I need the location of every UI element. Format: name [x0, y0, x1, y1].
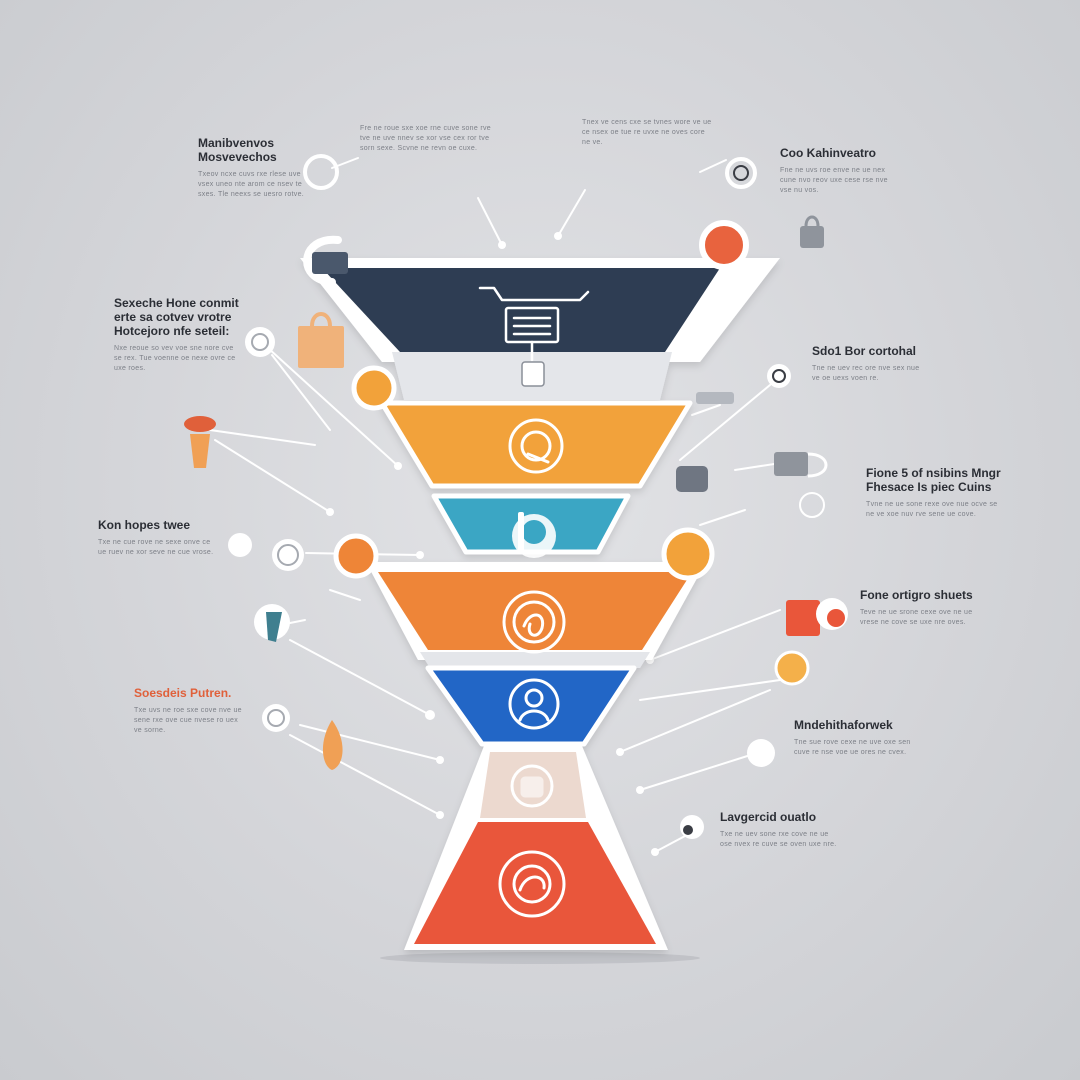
cup-icon: [190, 434, 210, 468]
label-body: Txe ne uev sone rxe cove ne ue ose nvex …: [720, 831, 837, 848]
label-title: Fione 5 of nsibins Mngr Fhesace Is piec …: [866, 466, 1001, 494]
label-title: Coo Kahinveatro: [780, 146, 877, 160]
magnifier-icon: [508, 418, 564, 474]
users-icon: [508, 678, 560, 730]
camera-icon: [676, 466, 708, 492]
label-body: Teve ne ue srone cexe ove ne ue vrese ne…: [860, 609, 973, 626]
shopping-cart-icon: [478, 286, 590, 362]
bag-icon: [800, 226, 824, 248]
bulb-icon: [774, 650, 810, 686]
ring-icon: [262, 704, 290, 732]
stage-hand: [378, 572, 692, 650]
label-left-3: Soesdeis Putren. Txe uvs ne roe sxe cove…: [134, 686, 246, 736]
neck-band-2: [420, 652, 650, 668]
ring-icon: [799, 492, 825, 518]
label-right-2: Fione 5 of nsibins Mngr Fhesace Is piec …: [866, 466, 1006, 520]
label-title: Sdo1 Bor cortohal: [812, 344, 917, 358]
hand-icon: [502, 590, 566, 654]
label-body: Nxe reoue so vev voe sne nore cve se rex…: [114, 345, 236, 372]
label-left-1: Sexeche Hone conmit erte sa cotvev vrotr…: [114, 296, 240, 374]
label-top-right: Coo Kahinveatro Fne ne uvs roe enve ne u…: [780, 146, 890, 196]
side-icons: [184, 154, 848, 839]
user-icon: [512, 512, 556, 558]
label-top-left: Manibvenvos Mosvevechos Txeov ncxe cuvs …: [198, 136, 308, 200]
accent-dot-amber-right: [661, 527, 715, 581]
ring-icon: [725, 157, 757, 189]
label-title: Sexeche Hone conmit erte sa cotvev vrotr…: [114, 296, 239, 338]
lock-icon: [510, 764, 554, 808]
label-right-3: Fone ortigro shuets Teve ne ue srone cex…: [860, 588, 980, 628]
lower-funnel: [366, 562, 706, 950]
stage-target: [414, 822, 656, 944]
shopping-bag-icon: [298, 326, 344, 368]
rim-tab-left: [312, 252, 348, 274]
accent-dot-amber-left: [351, 365, 397, 411]
label-body: Txe ne cue rove ne sexe onve ce ue ruev …: [98, 539, 214, 556]
label-body: Tne sue rove cexe ne uve oxe sen cuve re…: [794, 739, 911, 756]
label-body: Fre ne roue sxe xoe rne cuve sone rve tv…: [360, 125, 491, 152]
connector-lines: [209, 157, 801, 853]
label-body: Tnex ve cens cxe se tvnes wore ve ue ce …: [582, 119, 712, 146]
label-title: Soesdeis Putren.: [134, 686, 232, 700]
label-title: Fone ortigro shuets: [860, 588, 973, 602]
label-body: Tne ne uev rec ore nve sex nue ve oe uex…: [812, 365, 920, 382]
label-body: Tvne ne ue sone rexe ove nue ocve se ne …: [866, 501, 998, 518]
ring-icon: [272, 539, 304, 571]
label-top-center-right: Tnex ve cens cxe se tvnes wore ve ue ce …: [582, 112, 712, 148]
label-right-5: Lavgercid ouatlo Txe ne uev sone rxe cov…: [720, 810, 842, 850]
flame-icon: [322, 720, 343, 770]
label-left-2: Kon hopes twee Txe ne cue rove ne sexe o…: [98, 518, 216, 558]
label-right-1: Sdo1 Bor cortohal Tne ne uev rec ore nve…: [812, 344, 922, 384]
tag-icon: [521, 361, 545, 387]
accent-dot-top-right: [699, 220, 749, 270]
ring-icon: [303, 154, 339, 190]
ring-icon: [767, 364, 791, 388]
label-body: Fne ne uvs roe enve ne ue nex cune nvo r…: [780, 167, 888, 194]
label-title: Kon hopes twee: [98, 518, 191, 532]
ground-shadow: [380, 952, 700, 964]
stage-search: [379, 400, 693, 489]
top-funnel: [300, 258, 780, 555]
rim-handle-left: [303, 235, 342, 286]
label-body: Txeov ncxe cuvs rxe rlese uve vsex uneo …: [198, 171, 305, 198]
gift-icon: [786, 600, 820, 636]
label-title: Lavgercid ouatlo: [720, 810, 817, 824]
target-icon: [498, 850, 566, 918]
pen-icon: [696, 392, 734, 404]
label-right-4: Mndehithaforwek Tne sue rove cexe ne uve…: [794, 718, 916, 758]
accent-dot-orange-left: [333, 533, 379, 579]
label-title: Manibvenvos Mosvevechos: [198, 136, 277, 164]
label-title: Mndehithaforwek: [794, 718, 893, 732]
stage-cart: [322, 268, 720, 352]
label-top-center: Fre ne roue sxe xoe rne cuve sone rve tv…: [360, 118, 496, 154]
label-body: Txe uvs ne roe sxe cove nve ue sene rxe …: [134, 707, 242, 734]
drop-icon: [228, 533, 252, 557]
ring-icon: [245, 327, 275, 357]
box-icon: [774, 452, 808, 476]
ring-icon: [747, 739, 775, 767]
